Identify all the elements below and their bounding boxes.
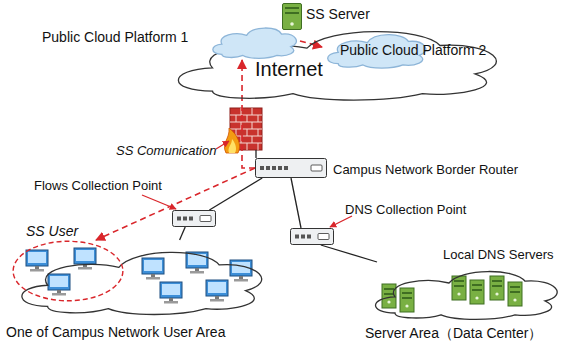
- text-holder: Public Cloud Platform 2: [340, 41, 486, 59]
- callout-label: SS Comunication: [116, 143, 216, 158]
- user-group-ellipse: SS User: [12, 240, 124, 302]
- computer-icon: [74, 248, 96, 270]
- user-area-cloud-shape: [8, 240, 272, 318]
- server-area-cloud: Local DNS ServersServer Area（Data Center…: [365, 262, 565, 322]
- dashed-ellipse: [13, 241, 123, 301]
- switch-node-shape: [172, 210, 216, 227]
- computer-icon: [48, 274, 70, 296]
- ss-communication-path: [242, 60, 255, 168]
- text-holder: Campus Network Border Router: [333, 160, 518, 178]
- computer-icon: [160, 282, 182, 304]
- ss-communication-path: [300, 41, 322, 47]
- node-label: Flows Collection Point: [34, 178, 162, 193]
- server-node: SS Server: [282, 3, 302, 30]
- server-icon: [452, 276, 466, 300]
- switch-node: Flows Collection Point: [172, 210, 216, 227]
- cloud-outline: [376, 272, 558, 320]
- cloud-outline: [178, 32, 496, 100]
- network-link: [209, 178, 262, 210]
- switch-node: DNS Collection Point: [290, 228, 334, 245]
- node-label: SS Server: [306, 6, 370, 22]
- user-area-cloud: One of Campus Network User AreaSS User: [8, 240, 272, 318]
- leader-line: [216, 141, 229, 149]
- node-label: Public Cloud Platform 2: [340, 42, 486, 58]
- switch-body: [173, 211, 216, 227]
- switch-panel: [318, 234, 329, 240]
- server-area-cloud-shape: [365, 262, 565, 322]
- server-icon: [400, 288, 414, 312]
- firewall-icon: [224, 108, 262, 153]
- node-label: DNS Collection Point: [345, 202, 466, 217]
- network-link: [291, 178, 301, 228]
- computer-icon: [26, 250, 48, 272]
- node-label: Internet: [255, 58, 323, 80]
- text-holder: Internet: [255, 58, 323, 81]
- computer-icon: [206, 280, 228, 302]
- firewall-flame-core: [229, 139, 236, 153]
- text-holder: SS Comunication: [116, 141, 216, 159]
- firewall-flame: [224, 128, 239, 153]
- user-group-ellipse-shape: [12, 240, 124, 302]
- cloud-platform: Public Cloud Platform 2: [322, 28, 430, 70]
- cloud-outline: [22, 252, 262, 314]
- router-ports: [260, 166, 288, 170]
- firewall-wire: [255, 150, 256, 158]
- switch-panel: [200, 216, 211, 222]
- router-node-shape: [255, 158, 327, 178]
- cloud-outline: [213, 28, 297, 58]
- server-icon: [508, 282, 522, 306]
- server-icon: [470, 280, 484, 304]
- computer-icon: [230, 260, 252, 282]
- node-label: Local DNS Servers: [443, 247, 554, 262]
- router-body: [256, 159, 327, 178]
- dns-server-icons: [382, 276, 522, 312]
- switch-node-shape: [290, 228, 334, 245]
- node-label: SS User: [26, 223, 78, 239]
- text-holder: SS User: [26, 222, 78, 240]
- computer-icon: [142, 258, 164, 280]
- node-label: Server Area（Data Center）: [365, 325, 542, 341]
- network-link: [180, 227, 186, 240]
- text-holder: Server Area（Data Center）: [365, 324, 542, 342]
- server-icon: [490, 276, 504, 300]
- text-holder: SS Server: [306, 5, 370, 23]
- server-node-shape: [282, 3, 302, 30]
- text-holder: One of Campus Network User Area: [6, 323, 225, 341]
- leader-line: [330, 216, 352, 227]
- server-slots: [285, 7, 299, 26]
- router-node: Campus Network Border Router: [255, 158, 327, 178]
- node-label: One of Campus Network User Area: [6, 324, 225, 340]
- node-label: Public Cloud Platform 1: [42, 29, 188, 45]
- switch-ports: [177, 217, 193, 221]
- network-link: [321, 245, 377, 262]
- router-panel: [311, 165, 322, 171]
- node-label: Campus Network Border Router: [333, 162, 518, 177]
- text-holder: Public Cloud Platform 1: [42, 28, 188, 46]
- switch-ports: [295, 235, 311, 239]
- text-holder: Local DNS Servers: [443, 245, 554, 263]
- text-holder: DNS Collection Point: [345, 200, 466, 218]
- switch-body: [291, 229, 334, 245]
- text-holder: Flows Collection Point: [34, 176, 162, 194]
- server-body: [283, 4, 302, 30]
